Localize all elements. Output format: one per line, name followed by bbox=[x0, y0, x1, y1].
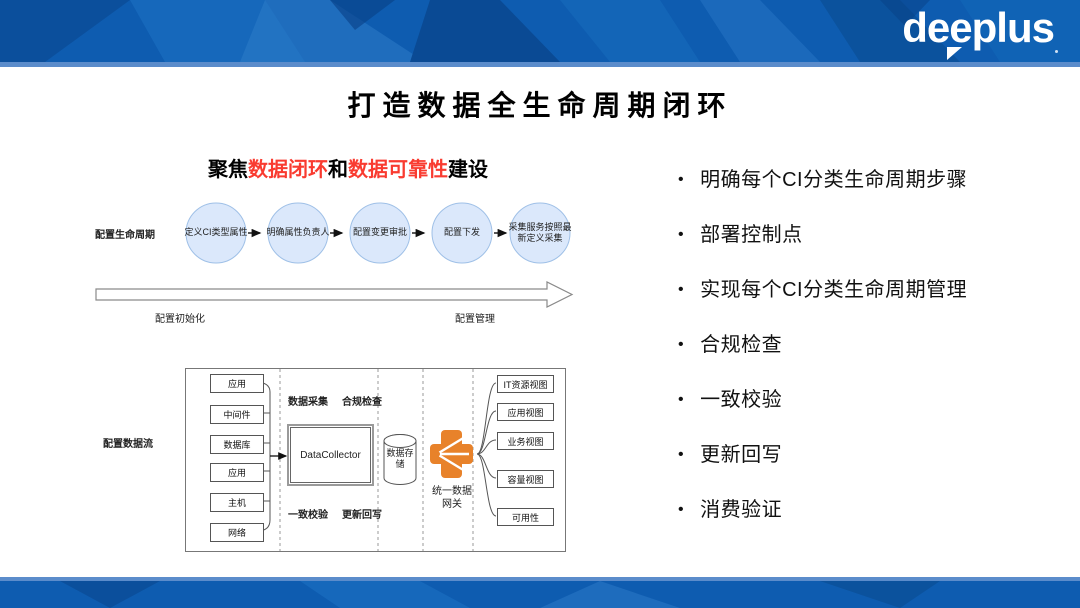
lifecycle-step: 配置下发 bbox=[443, 227, 480, 238]
bullet-icon: • bbox=[678, 501, 685, 518]
timeline-arrow bbox=[95, 281, 574, 308]
footer-strip bbox=[0, 577, 1080, 581]
view-box: 可用性 bbox=[497, 508, 554, 526]
list-item: • 合规检查 bbox=[678, 333, 1068, 357]
subtitle-and: 和 bbox=[328, 159, 348, 181]
view-box: 容量视图 bbox=[497, 470, 554, 488]
collect-label: 数据采集 bbox=[288, 397, 328, 408]
header-banner bbox=[0, 0, 1080, 62]
view-box: 业务视图 bbox=[497, 432, 554, 450]
bullet-icon: • bbox=[678, 336, 685, 353]
list-item-text: 更新回写 bbox=[700, 444, 783, 466]
list-item: • 更新回写 bbox=[678, 443, 1068, 467]
source-box: 应用 bbox=[210, 374, 264, 393]
page-title: 打造数据全生命周期闭环 bbox=[347, 90, 733, 121]
header-strip bbox=[0, 62, 1080, 67]
list-item: • 部署控制点 bbox=[678, 223, 1068, 247]
list-item-text: 实现每个CI分类生命周期管理 bbox=[700, 279, 968, 301]
view-box: 应用视图 bbox=[497, 403, 554, 421]
consistency-label: 一致校验 bbox=[288, 510, 328, 521]
bullet-icon: • bbox=[678, 226, 685, 243]
view-box: IT资源视图 bbox=[497, 375, 554, 393]
list-item-text: 部署控制点 bbox=[700, 224, 803, 246]
subtitle-build: 建设 bbox=[448, 159, 488, 181]
footer-banner bbox=[0, 581, 1080, 608]
logo-trademark-dot bbox=[1055, 50, 1058, 53]
list-item-text: 一致校验 bbox=[700, 389, 783, 411]
bullet-icon: • bbox=[678, 446, 685, 463]
subtitle-focus: 聚焦 bbox=[208, 159, 248, 181]
bullet-icon: • bbox=[678, 281, 685, 298]
footer-pattern bbox=[0, 581, 1080, 608]
source-box: 应用 bbox=[210, 463, 264, 482]
compliance-label: 合规检查 bbox=[342, 397, 382, 408]
lifecycle-step: 采集服务按照最新定义采集 bbox=[508, 221, 572, 243]
stage-labels-bottom: 一致校验 更新回写 bbox=[288, 506, 396, 521]
source-box: 数据库 bbox=[210, 435, 264, 454]
dataflow-row-label: 配置数据流 bbox=[103, 439, 153, 450]
list-item: • 明确每个CI分类生命周期步骤 bbox=[678, 168, 1068, 192]
gateway-icon bbox=[430, 430, 473, 478]
banner-pattern bbox=[0, 0, 1080, 62]
key-points-list: • 明确每个CI分类生命周期步骤 • 部署控制点 • 实现每个CI分类生命周期管理 •… bbox=[678, 168, 1068, 553]
subtitle-data-loop: 数据闭环 bbox=[248, 159, 328, 181]
stage-labels-top: 数据采集 合规检查 bbox=[288, 393, 396, 408]
lifecycle-flow-graphic bbox=[185, 202, 571, 264]
dataflow-graphic bbox=[185, 368, 566, 552]
list-item-text: 消费验证 bbox=[700, 499, 783, 521]
source-box: 网络 bbox=[210, 523, 264, 542]
list-item: • 一致校验 bbox=[678, 388, 1068, 412]
section-subtitle: 聚焦数据闭环和数据可靠性建设 bbox=[208, 153, 488, 182]
phase-init-label: 配置初始化 bbox=[155, 314, 205, 325]
lifecycle-step: 明确属性负责人 bbox=[266, 227, 330, 238]
list-item-text: 合规检查 bbox=[700, 334, 783, 356]
logo-speech-tail-icon bbox=[947, 47, 962, 60]
list-item: • 实现每个CI分类生命周期管理 bbox=[678, 278, 1068, 302]
list-item-text: 明确每个CI分类生命周期步骤 bbox=[700, 169, 968, 191]
list-item: • 消费验证 bbox=[678, 498, 1068, 522]
source-box: 主机 bbox=[210, 493, 264, 512]
bullet-icon: • bbox=[678, 171, 685, 188]
subtitle-reliability: 数据可靠性 bbox=[348, 159, 448, 181]
storage-label: 数据存储 bbox=[386, 448, 414, 469]
lifecycle-step: 配置变更审批 bbox=[352, 227, 407, 238]
data-collector-box: DataCollector bbox=[287, 424, 374, 486]
deeplus-logo: deeplus bbox=[902, 4, 1055, 51]
lifecycle-row-label: 配置生命周期 bbox=[95, 230, 155, 241]
lifecycle-step: 定义CI类型属性 bbox=[184, 227, 248, 238]
writeback-label: 更新回写 bbox=[342, 510, 382, 521]
gateway-label: 统一数据网关 bbox=[432, 486, 472, 510]
bullet-icon: • bbox=[678, 391, 685, 408]
phase-manage-label: 配置管理 bbox=[455, 314, 495, 325]
source-box: 中间件 bbox=[210, 405, 264, 424]
